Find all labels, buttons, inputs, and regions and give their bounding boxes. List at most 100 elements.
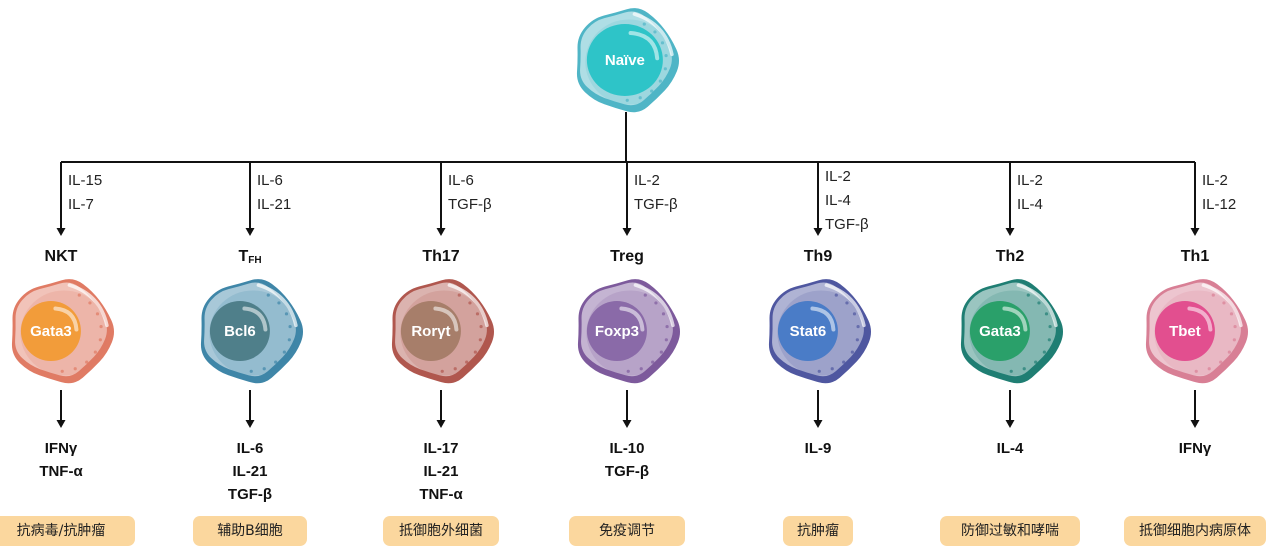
tfh-subset-label: TFH	[180, 248, 320, 266]
treg-function-box: 免疫调节	[569, 516, 685, 546]
treg-cell-tf-label: Foxp3	[595, 323, 639, 340]
subset-name-subscript: FH	[248, 255, 262, 266]
th1-output-arrow-arrowhead	[1190, 420, 1200, 428]
subset-name: Th1	[1180, 248, 1210, 265]
cytokine-item: IL-9	[804, 440, 832, 457]
th17-function-box: 抵御胞外细菌	[383, 516, 499, 546]
th9-cytokines: IL-9	[748, 437, 888, 460]
th17-subset-label: Th17	[371, 248, 511, 266]
inducer-item: IL-6	[448, 172, 474, 189]
th1-cell-tf-label: Tbet	[1169, 323, 1201, 340]
cytokine-item: IL-10	[609, 440, 645, 457]
inducer-item: IL-21	[257, 196, 292, 213]
th2-cell-tf-label: Gata3	[979, 323, 1021, 340]
th1-cell: Tbet	[1145, 279, 1249, 384]
th17-cell-tf-label: Rorγt	[411, 323, 450, 340]
cytokine-item: IL-21	[423, 463, 459, 480]
th2-cytokines: IL-4	[940, 437, 1080, 460]
branch-th2-arrow-arrowhead	[1005, 228, 1015, 236]
cytokine-item: TNF-α	[419, 486, 463, 503]
cytokine-item: IL-4	[996, 440, 1024, 457]
cytokine-item: IL-17	[423, 440, 459, 457]
cytokine-item: IL-21	[232, 463, 268, 480]
nkt-output-arrow-arrowhead	[56, 420, 66, 428]
inducer-item: IL-2	[825, 168, 851, 185]
branch-th1-arrow-arrowhead	[1190, 228, 1200, 236]
cytokine-item: IFNγ	[44, 440, 78, 457]
th9-cell-nucleus	[777, 301, 838, 361]
th1-cell-nucleus	[1154, 301, 1215, 361]
inducer-item: TGF-β	[448, 196, 492, 213]
tfh-cell: Bcl6	[200, 279, 304, 384]
th2-function-box: 防御过敏和哮喘	[940, 516, 1080, 546]
naive-cell: Naïve	[576, 8, 680, 113]
cytokine-item: TNF-α	[39, 463, 83, 480]
th2-output-arrow-arrowhead	[1005, 420, 1015, 428]
cytokine-item: TGF-β	[227, 486, 273, 503]
th1-function-box: 抵御细胞内病原体	[1124, 516, 1266, 546]
tfh-output-arrow-arrowhead	[245, 420, 255, 428]
treg-cell: Foxp3	[577, 279, 681, 384]
inducer-item: TGF-β	[825, 216, 869, 233]
subset-name: Treg	[610, 248, 644, 265]
th2-cell-nucleus	[969, 301, 1030, 361]
inducer-item: IL-2	[634, 172, 660, 189]
tfh-function-box: 辅助B细胞	[193, 516, 307, 546]
nkt-cell-nucleus	[20, 301, 81, 361]
cytokine-item: IFNγ	[1178, 440, 1212, 457]
inducer-item: IL-15	[68, 172, 103, 189]
tfh-cell-tf-label: Bcl6	[224, 323, 256, 340]
th9-function-box: 抗肿瘤	[783, 516, 853, 546]
naive-cell-nucleus	[586, 24, 663, 96]
inducer-item: TGF-β	[634, 196, 678, 213]
th9-output-arrow-arrowhead	[813, 420, 823, 428]
branch-th17-arrow-arrowhead	[436, 228, 446, 236]
inducer-item: IL-2	[1202, 172, 1228, 189]
inducer-item: IL-2	[1017, 172, 1043, 189]
cytokine-item: IL-6	[236, 440, 264, 457]
th17-cell-nucleus	[400, 301, 461, 361]
nkt-subset-label: NKT	[0, 248, 131, 266]
branch-th9-arrow-arrowhead	[813, 228, 823, 236]
subset-name: T	[238, 248, 249, 265]
subset-name: Th17	[422, 248, 460, 265]
nkt-function-box: 抗病毒/抗肿瘤	[0, 516, 135, 546]
inducer-item: IL-4	[1017, 196, 1043, 213]
branch-tfh-arrow-arrowhead	[245, 228, 255, 236]
branch-nkt-arrow-arrowhead	[56, 228, 66, 236]
th17-cell: Rorγt	[391, 279, 495, 384]
nkt-cell-tf-label: Gata3	[30, 323, 72, 340]
th1-subset-label: Th1	[1125, 248, 1265, 266]
treg-cell-nucleus	[586, 301, 647, 361]
inducer-item: IL-4	[825, 192, 851, 209]
inducer-item: IL-12	[1202, 196, 1237, 213]
subset-name: Th2	[995, 248, 1025, 265]
cytokine-item: TGF-β	[604, 463, 650, 480]
th9-subset-label: Th9	[748, 248, 888, 266]
inducer-item: IL-7	[68, 196, 94, 213]
nkt-cell: Gata3	[11, 279, 115, 384]
th2-subset-label: Th2	[940, 248, 1080, 266]
treg-subset-label: Treg	[557, 248, 697, 266]
branch-treg-arrow-arrowhead	[622, 228, 632, 236]
th9-cell-tf-label: Stat6	[790, 323, 827, 340]
th1-cytokines: IFNγ	[1125, 437, 1265, 460]
th17-output-arrow-arrowhead	[436, 420, 446, 428]
naive-cell-tf-label: Naïve	[605, 52, 645, 69]
subset-name: NKT	[44, 248, 78, 265]
th2-cell: Gata3	[960, 279, 1064, 384]
subset-name: Th9	[803, 248, 833, 265]
